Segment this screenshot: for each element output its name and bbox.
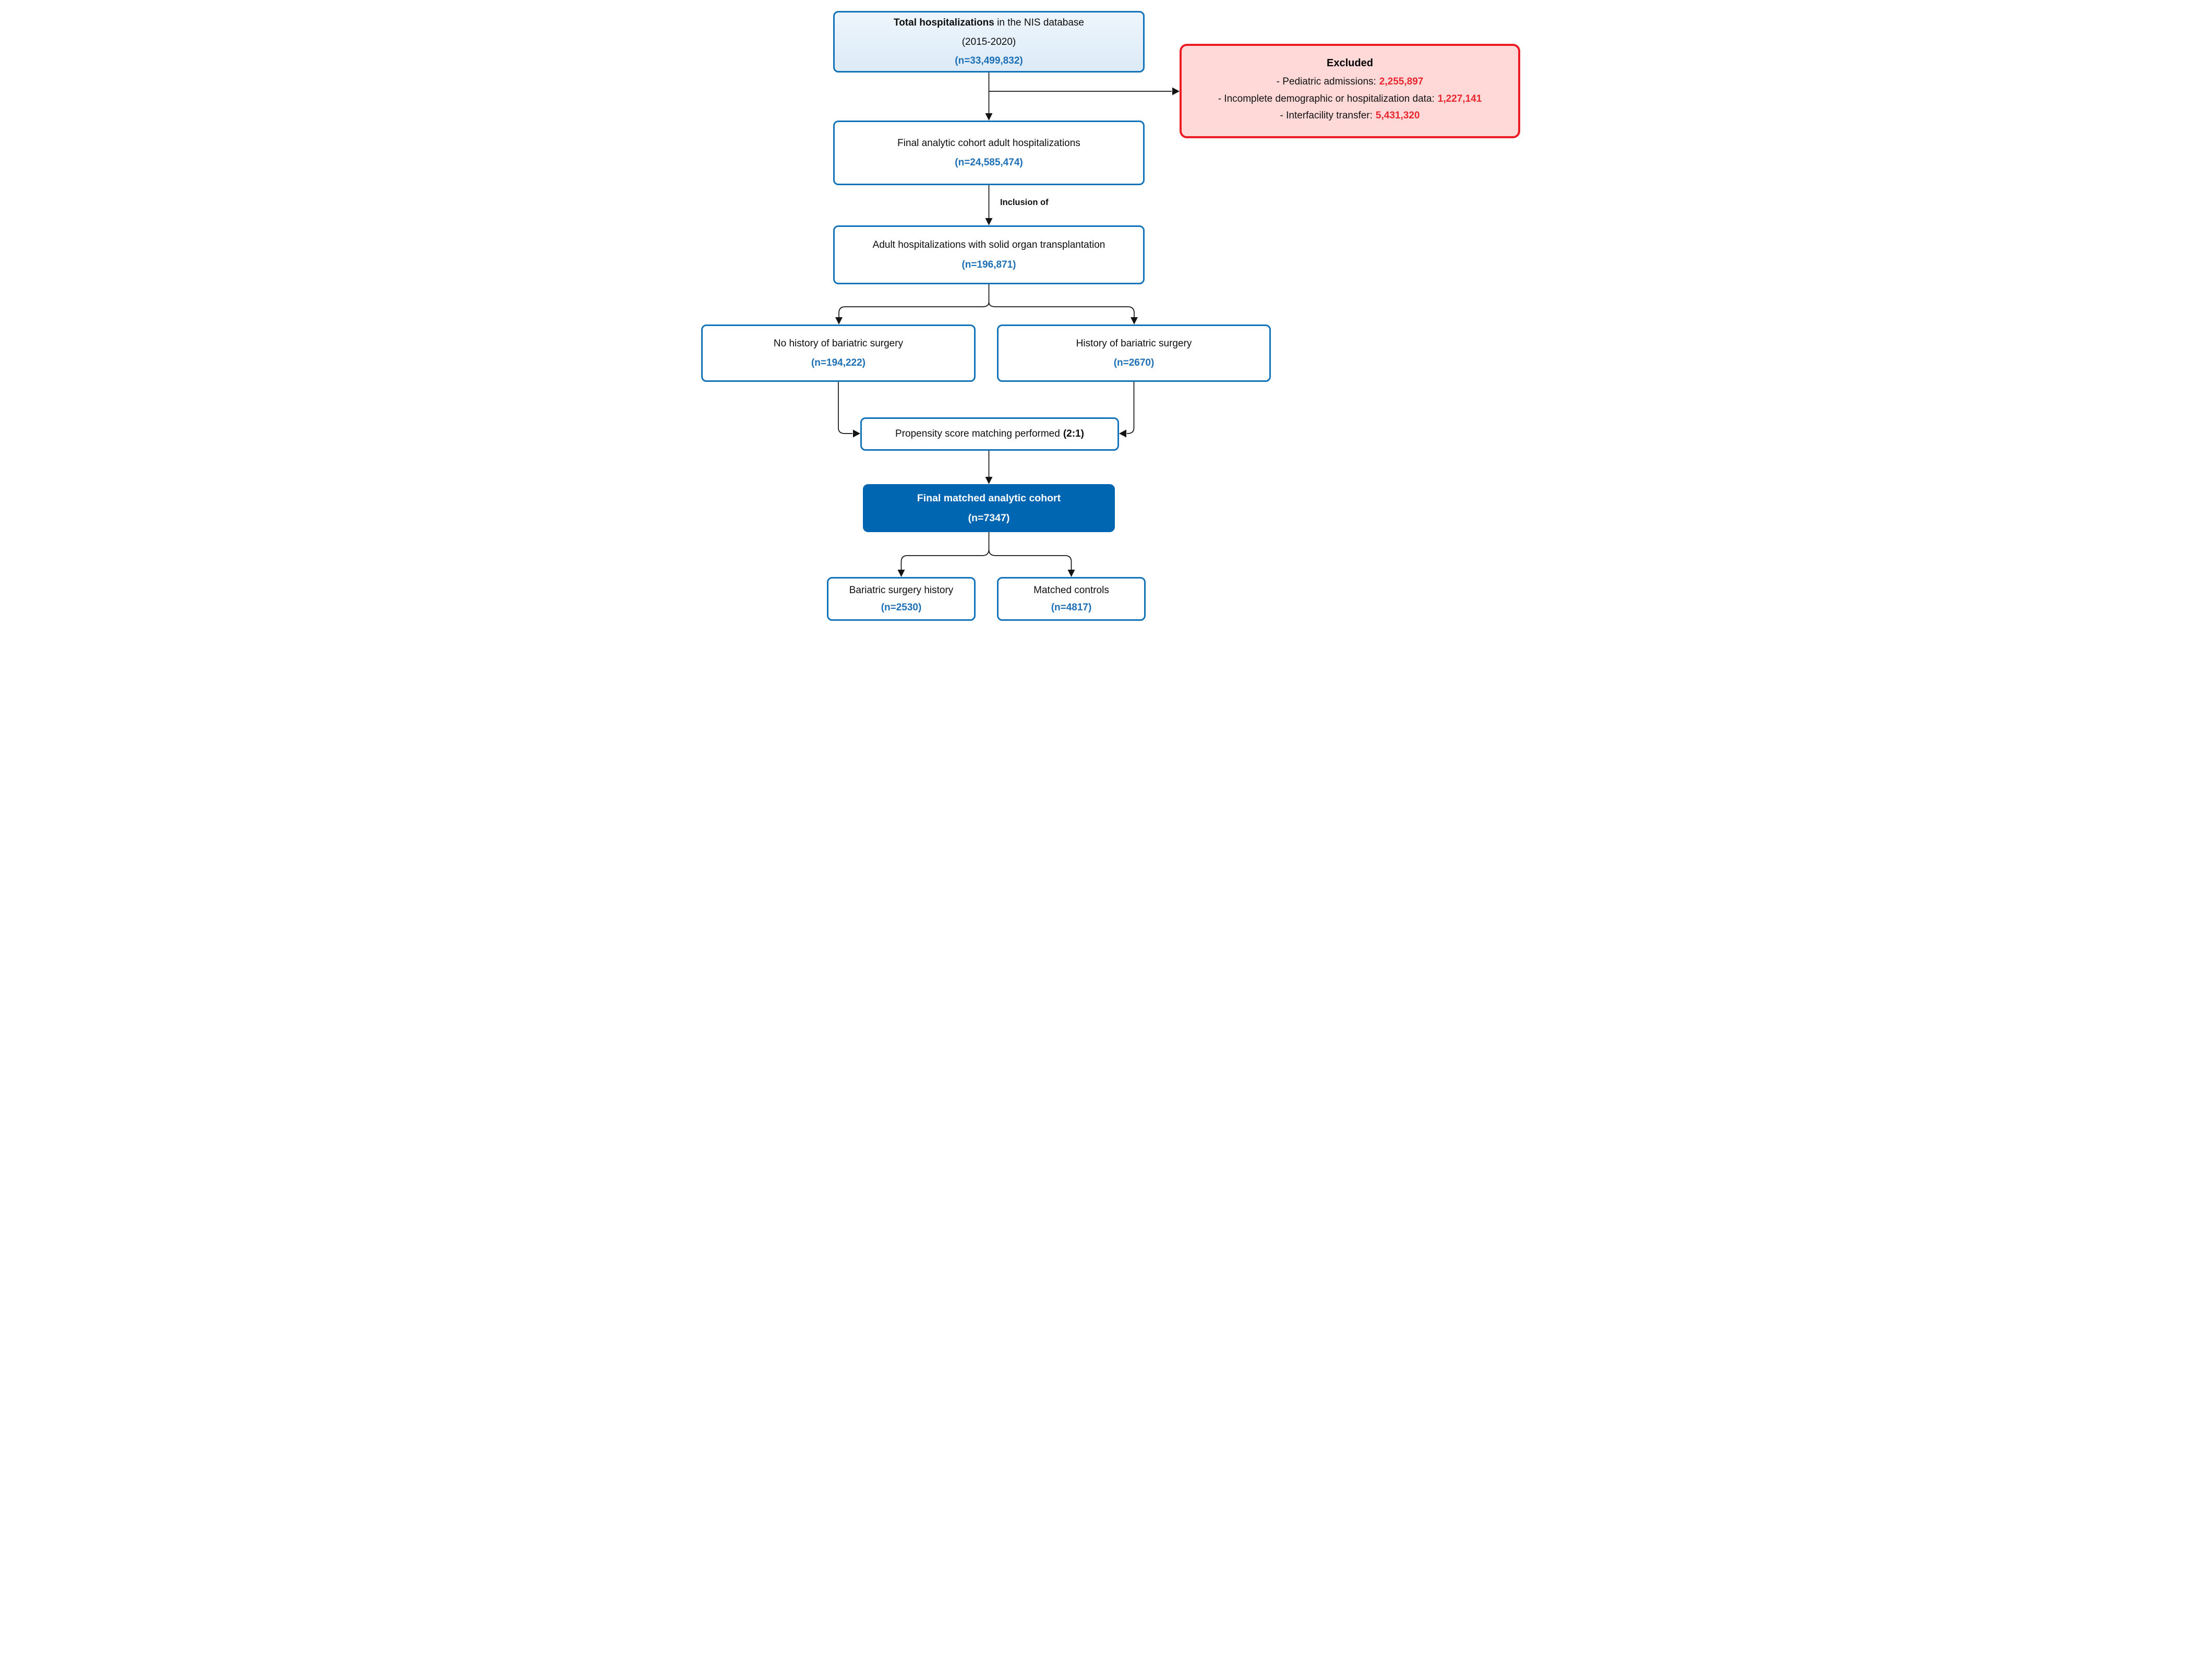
arrowhead-down-right-branch	[1131, 317, 1138, 324]
excluded-item-pediatric: - Pediatric admissions:2,255,897	[1277, 74, 1424, 91]
box-final-matched-cohort: Final matched analytic cohort (n=7347)	[863, 484, 1115, 532]
excluded-item-interfacility-transfer: - Interfacility transfer:5,431,320	[1280, 107, 1420, 125]
excluded-value: 5,431,320	[1375, 110, 1420, 122]
box-title: Total hospitalizations in the NIS databa…	[894, 17, 1084, 29]
arrowhead-down-controls	[1067, 570, 1075, 577]
year-range: (2015-2020)	[961, 37, 1016, 47]
box-title: Final matched analytic cohort	[917, 492, 1061, 504]
bold-text: Total hospitalizations	[894, 17, 994, 29]
arrowhead-down-final-matched	[985, 477, 993, 484]
excluded-label: - Pediatric admissions:	[1276, 76, 1376, 87]
n-count-sot: (n=196,871)	[961, 259, 1016, 270]
excluded-value: 1,227,141	[1437, 93, 1482, 104]
arrow-history-to-psm	[1127, 382, 1135, 434]
arrowhead-right-excluded	[1172, 87, 1180, 95]
excluded-item-incomplete-data: - Incomplete demographic or hospitalizat…	[1218, 91, 1482, 108]
n-count-final-matched: (n=7347)	[968, 512, 1010, 524]
arrowhead-down-left-branch	[835, 317, 843, 324]
split-right-sot	[988, 302, 1135, 318]
connector-arrows	[835, 73, 1180, 577]
box-propensity-matching: Propensity score matching performed(2:1)	[860, 417, 1119, 451]
box-title: Adult hospitalizations with solid organ …	[872, 239, 1105, 251]
excluded-title: Excluded	[1327, 57, 1373, 69]
box-solid-organ-transplantation: Adult hospitalizations with solid organ …	[833, 225, 1145, 284]
arrowhead-down-1	[985, 113, 993, 121]
n-count-bariatric-group: (n=2530)	[881, 602, 922, 613]
excluded-value: 2,255,897	[1379, 76, 1424, 87]
arrow-no-history-to-psm	[838, 382, 852, 434]
n-count-final-analytic: (n=24,585,474)	[955, 157, 1023, 169]
excluded-label: - Incomplete demographic or hospitalizat…	[1218, 93, 1435, 104]
box-bariatric-history-group: Bariatric surgery history (n=2530)	[827, 577, 976, 621]
box-title: Propensity score matching performed(2:1)	[895, 428, 1084, 440]
box-title: No history of bariatric surgery	[773, 338, 904, 349]
box-total-hospitalizations: Total hospitalizations in the NIS databa…	[833, 11, 1145, 73]
box-title: History of bariatric surgery	[1076, 338, 1192, 349]
n-count-total: (n=33,499,832)	[955, 55, 1023, 66]
box-matched-controls-group: Matched controls (n=4817)	[997, 577, 1146, 621]
ratio-bold: (2:1)	[1063, 428, 1084, 439]
inclusion-of-label: Inclusion of	[1000, 198, 1049, 207]
n-count-controls-group: (n=4817)	[1051, 602, 1092, 613]
split-left-final	[900, 549, 990, 570]
plain-text: in the NIS database	[994, 17, 1084, 29]
arrowhead-left-psm	[1119, 429, 1126, 438]
box-title: Final analytic cohort adult hospitalizat…	[897, 137, 1080, 149]
excluded-label: - Interfacility transfer:	[1280, 110, 1373, 122]
box-title: Matched controls	[1033, 585, 1109, 596]
box-excluded: Excluded - Pediatric admissions:2,255,89…	[1180, 44, 1520, 138]
box-final-analytic-cohort: Final analytic cohort adult hospitalizat…	[833, 121, 1145, 185]
split-left-sot	[838, 302, 990, 318]
arrowhead-right-psm	[853, 429, 860, 438]
box-title: Bariatric surgery history	[849, 585, 954, 596]
split-right-final	[988, 549, 1072, 570]
arrowhead-down-bariatric	[897, 570, 905, 577]
flow-diagram: Total hospitalizations in the NIS databa…	[691, 0, 1521, 622]
plain-text: Propensity score matching performed	[895, 428, 1060, 439]
n-count-history: (n=2670)	[1113, 357, 1155, 369]
box-history-bariatric: History of bariatric surgery (n=2670)	[997, 324, 1271, 382]
box-no-history-bariatric: No history of bariatric surgery (n=194,2…	[701, 324, 976, 382]
arrowhead-down-2	[985, 218, 993, 225]
n-count-no-history: (n=194,222)	[811, 357, 866, 369]
